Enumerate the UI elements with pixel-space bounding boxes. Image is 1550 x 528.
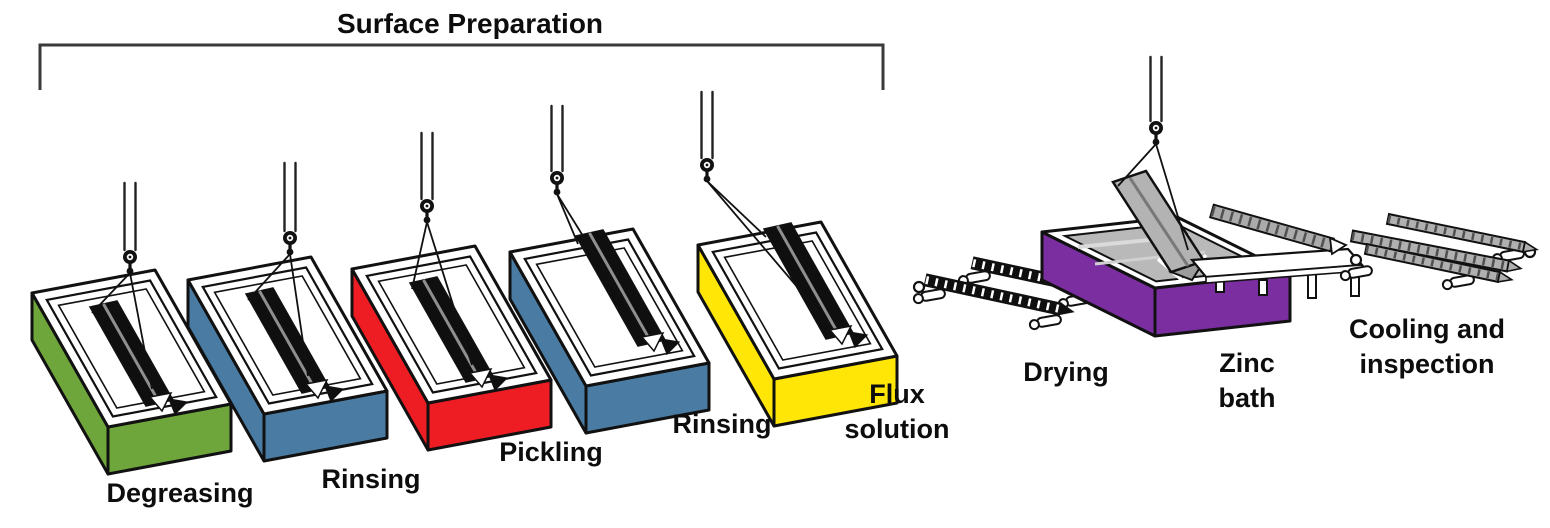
beam-flange: [304, 378, 329, 400]
bar-hatching: [925, 276, 1061, 313]
beam-flange: [828, 324, 853, 346]
table-leg: [1307, 271, 1317, 299]
sling-line: [289, 253, 309, 377]
beam-tip: [324, 385, 345, 403]
gray-beam-mid: [1349, 229, 1523, 273]
table-leg: [1258, 279, 1268, 296]
tank-pickling: [350, 244, 553, 452]
sling-line: [129, 272, 153, 390]
beam-support-cradle: [1491, 248, 1525, 265]
steel-beam-rinsing-1: [244, 287, 345, 403]
tank-rim-inner: [365, 255, 538, 394]
label-pickling: Pickling: [499, 437, 603, 467]
crane-hoist-flux-solution: [700, 90, 834, 330]
sling-line: [556, 193, 579, 245]
gray-beam-back: [1385, 212, 1539, 254]
beam-highlight: [588, 232, 653, 344]
stage-flux-solution: [696, 90, 899, 428]
beam-flange: [468, 367, 493, 389]
bar-tip: [1521, 240, 1539, 253]
beam-highlight: [102, 303, 161, 404]
sling-line: [426, 221, 473, 366]
beam-tip: [488, 374, 509, 392]
bar-tip: [1505, 259, 1523, 273]
stages-layer: [30, 55, 1539, 476]
surface-preparation-title: Surface Preparation: [337, 8, 603, 39]
beam-highlight: [258, 290, 317, 391]
beam-shadow: [1128, 177, 1190, 267]
crane-hoist-rinsing-2: [550, 104, 646, 337]
gray-beam-front: [1363, 242, 1514, 284]
sling-line: [706, 180, 834, 330]
tank-rim-lip: [213, 275, 362, 396]
crane-hoist-zinc-bath: [1117, 55, 1189, 251]
crane-hoist-rinsing-1: [247, 161, 309, 377]
steel-beam-flux-solution: [762, 222, 869, 349]
stage-zinc-bath: [1040, 55, 1292, 338]
tank-flux-solution: [696, 220, 899, 428]
crane-hoist-degreasing: [91, 181, 153, 390]
label-degreasing: Degreasing: [106, 478, 253, 508]
stage-rinsing-2: [508, 104, 711, 435]
surface-preparation-bracket: [38, 43, 885, 90]
beam-tip: [168, 398, 189, 416]
stage-cooling-inspection: [1189, 203, 1539, 299]
tank-degreasing: [30, 268, 233, 476]
beam-end-cap: [1328, 236, 1348, 256]
crane-hoist-pickling: [411, 131, 473, 366]
beam-highlight: [776, 225, 841, 337]
black-beam-front: [923, 273, 1075, 316]
stage-degreasing: [30, 181, 233, 476]
beam-flange: [148, 391, 173, 413]
beam-support-cradle: [1441, 274, 1475, 291]
sling-line: [706, 180, 767, 238]
steel-beam-degreasing: [88, 300, 189, 416]
sling-line: [1117, 143, 1157, 187]
sling-line: [411, 221, 428, 290]
stage-rinsing-1: [186, 161, 389, 463]
tank-rim-lip: [377, 264, 526, 385]
beam-tip: [848, 331, 869, 349]
bar-hatching: [1210, 206, 1334, 250]
beam-tip: [660, 338, 681, 356]
beam-support-cradle: [1339, 265, 1373, 282]
label-rinsing-2: Rinsing: [673, 409, 772, 439]
bar-tip: [1496, 270, 1514, 283]
sling-line: [556, 193, 646, 337]
support-ring: [912, 280, 926, 294]
galvanized-beams-cooling: [1339, 212, 1539, 291]
tank-rinsing-1: [186, 255, 389, 463]
bar-hatching: [1365, 245, 1500, 281]
beam-support-cradle: [912, 288, 946, 305]
bar-tip: [1057, 302, 1075, 316]
sling-line: [91, 272, 131, 314]
sling-line: [1155, 143, 1189, 251]
bar-hatching: [1387, 215, 1525, 251]
sling-line: [247, 253, 291, 301]
beam-highlight: [422, 279, 481, 380]
tank-rim-lip: [57, 288, 206, 409]
stage-pickling: [350, 131, 553, 452]
beam-support-cradle: [1028, 314, 1062, 331]
support-ring: [1349, 253, 1363, 267]
label-rinsing-1: Rinsing: [322, 464, 421, 494]
label-drying: Drying: [1023, 357, 1109, 387]
beam-flange: [640, 331, 665, 353]
steel-beam-pickling: [408, 276, 509, 392]
